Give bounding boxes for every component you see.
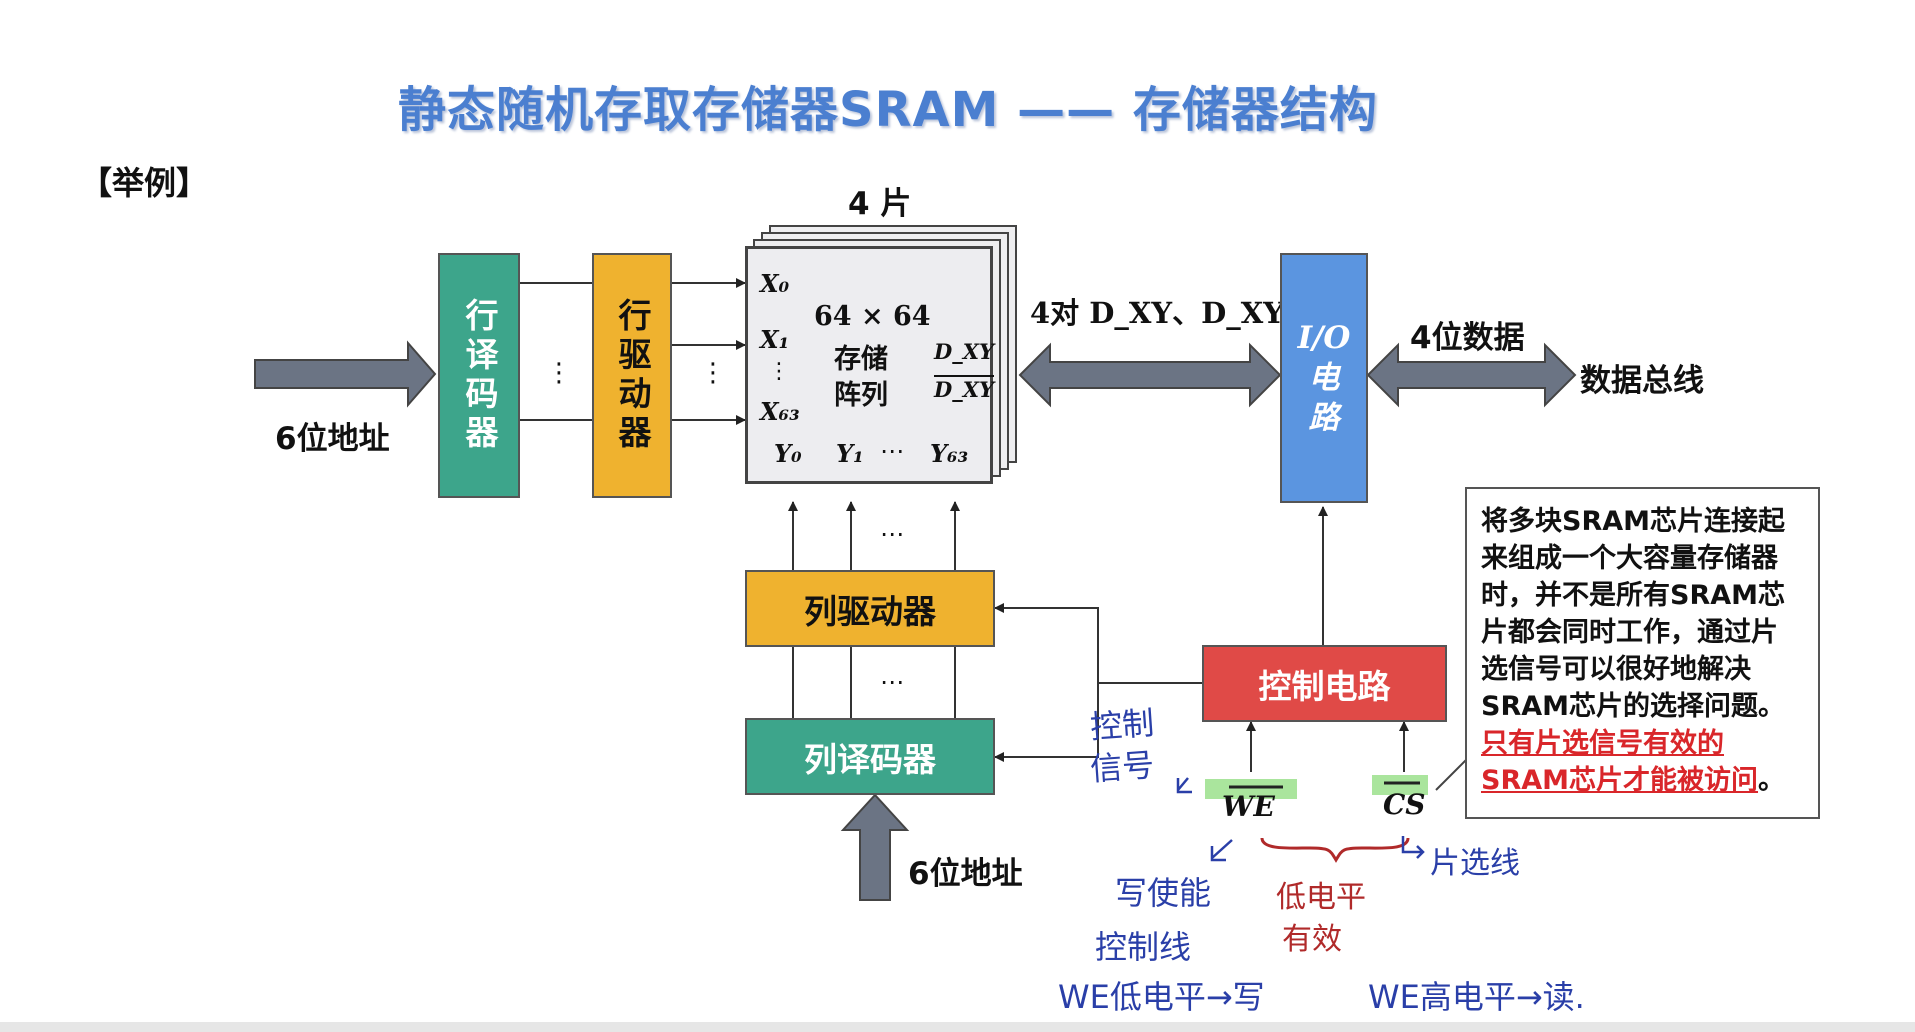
- io-circuit: I/O 电路: [1280, 253, 1368, 503]
- col-address-arrow: [840, 793, 910, 901]
- dxy-bar-label: D_XY: [934, 377, 994, 402]
- column-driver: 列驱动器: [745, 570, 995, 647]
- data-bits-label: 4位数据: [1410, 320, 1525, 356]
- array-name-1: 存储: [834, 344, 888, 375]
- row-x63: X₆₃: [760, 397, 800, 426]
- col-y1: Y₁: [836, 439, 864, 468]
- row-x1: X₁: [760, 325, 790, 354]
- hw-we-high: WE高电平→读.: [1368, 978, 1585, 1016]
- pairs-label: 4对 D_XY、D_XY: [1030, 296, 1284, 330]
- note-end: 。: [1758, 765, 1786, 796]
- pen-arrow-we: [1210, 839, 1233, 862]
- cs-signal: CS: [1383, 788, 1426, 821]
- hw-control-2: 信号: [1088, 745, 1156, 789]
- col-y63: Y₆₃: [930, 439, 969, 468]
- pen-arrow-cs: [1401, 836, 1425, 859]
- io-circuit-label: I/O 电路: [1297, 320, 1351, 436]
- chips-count-label: 4 片: [848, 186, 912, 222]
- row-dots-1: ⋮: [546, 358, 572, 388]
- we-signal: WE: [1222, 790, 1275, 823]
- row-dots-2: ⋮: [700, 358, 726, 388]
- pen-arrow-control: [1176, 777, 1192, 794]
- example-label: 【举例】: [80, 164, 209, 202]
- col-dots-lower: ⋯: [880, 668, 904, 696]
- left-address-label: 6位地址: [275, 421, 390, 457]
- hw-active: 有效: [1282, 922, 1342, 957]
- address-in-arrow: [254, 340, 437, 408]
- slide-title: 静态随机存取存储器SRAM —— 存储器结构: [398, 82, 1378, 138]
- io-bus-arrow: [1366, 342, 1577, 408]
- note-highlight: 只有片选信号有效的SRAM芯片才能被访问: [1481, 728, 1759, 796]
- row-x0: X₀: [760, 269, 790, 298]
- bottom-bar: [0, 1022, 1915, 1032]
- dxy-label: D_XY: [934, 339, 994, 364]
- col-y0: Y₀: [774, 439, 802, 468]
- hw-low-level: 低电平: [1276, 880, 1366, 915]
- hw-chip-select-line: 片选线: [1430, 846, 1520, 881]
- row-vdots: ⋮: [768, 359, 790, 384]
- array-name-2: 阵列: [834, 380, 888, 411]
- pen-brace: [1260, 837, 1410, 863]
- col-dots: ⋯: [880, 437, 904, 465]
- array-io-arrow: [1018, 342, 1282, 408]
- col-dots-upper: ⋯: [880, 520, 904, 548]
- control-circuit: 控制电路: [1202, 645, 1447, 722]
- note-text: 将多块SRAM芯片连接起来组成一个大容量存储器时，并不是所有SRAM芯片都会同时…: [1481, 506, 1786, 722]
- row-driver: 行驱动器: [592, 253, 672, 498]
- bottom-address-label: 6位地址: [908, 856, 1023, 892]
- row-decoder: 行译码器: [438, 253, 520, 498]
- column-decoder: 列译码器: [745, 718, 995, 795]
- chip-select-note: 将多块SRAM芯片连接起来组成一个大容量存储器时，并不是所有SRAM芯片都会同时…: [1465, 487, 1820, 819]
- array-size: 64 × 64: [814, 301, 931, 332]
- hw-write-enable: 写使能: [1115, 874, 1212, 912]
- hw-control-line: 控制线: [1095, 928, 1192, 966]
- hw-we-low: WE低电平→写: [1058, 978, 1265, 1016]
- data-bus-label: 数据总线: [1580, 363, 1704, 399]
- storage-array: X₀ X₁ ⋮ X₆₃ 64 × 64 存储 阵列 D_XY D_XY Y₀ Y…: [746, 247, 994, 483]
